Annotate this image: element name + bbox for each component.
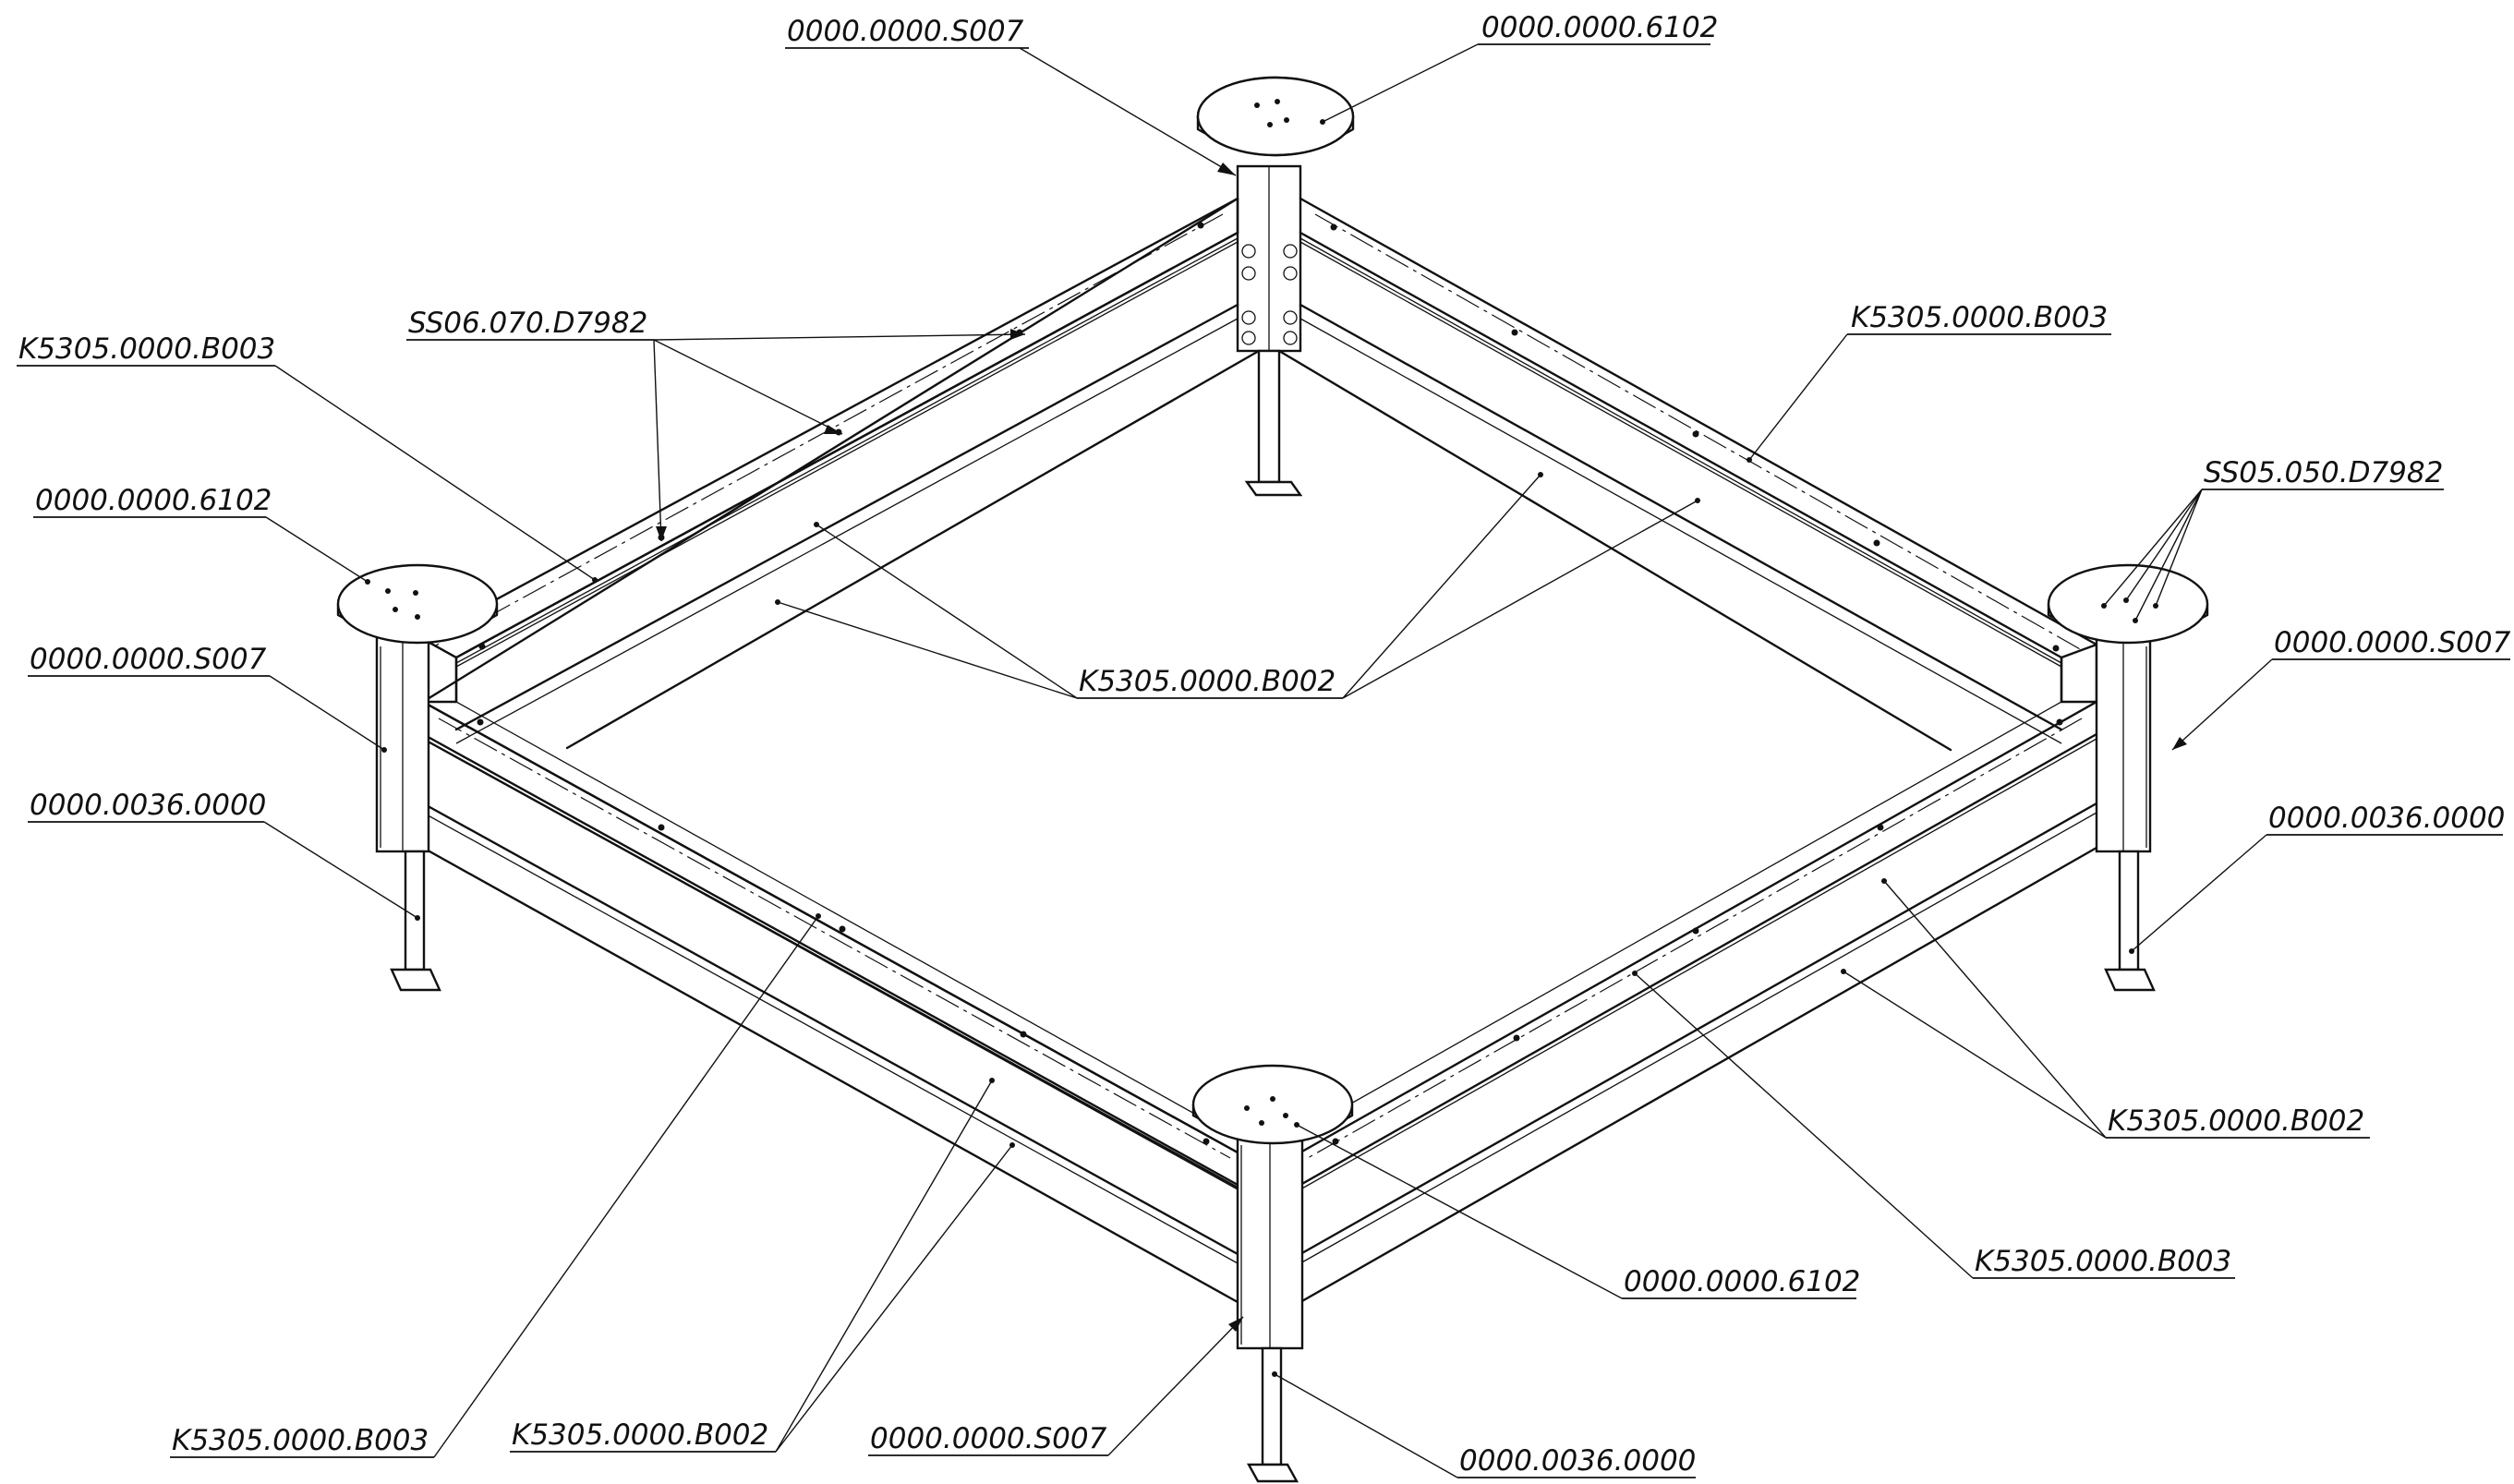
label-b003-left: K5305.0000.B003 bbox=[18, 332, 275, 366]
beam-front-left bbox=[421, 656, 1239, 1304]
post-front bbox=[1191, 1064, 1354, 1483]
beam-back-left bbox=[421, 197, 1261, 750]
label-s007-top: 0000.0000.S007 bbox=[787, 15, 1024, 48]
leader-lines bbox=[17, 43, 2510, 1478]
label-s007-left: 0000.0000.S007 bbox=[30, 643, 267, 676]
label-s007-bottom: 0000.0000.S007 bbox=[870, 1422, 1107, 1455]
label-b002-center: K5305.0000.B002 bbox=[1079, 665, 1336, 698]
label-0036-right: 0000.0036.0000 bbox=[2268, 802, 2505, 835]
fixing-holes bbox=[477, 222, 2063, 1145]
label-ss05: SS05.050.D7982 bbox=[2204, 456, 2443, 489]
label-b003-right-bottom: K5305.0000.B003 bbox=[1975, 1245, 2231, 1278]
label-b003-right-top: K5305.0000.B003 bbox=[1851, 301, 2108, 334]
label-0036-left: 0000.0036.0000 bbox=[30, 789, 266, 822]
label-0036-bottom: 0000.0036.0000 bbox=[1459, 1444, 1696, 1478]
label-b002-right: K5305.0000.B002 bbox=[2108, 1104, 2364, 1138]
label-b002-bottom: K5305.0000.B002 bbox=[512, 1418, 768, 1452]
label-ss06: SS06.070.D7982 bbox=[408, 307, 647, 340]
post-back bbox=[1196, 76, 1355, 497]
label-6102-left: 0000.0000.6102 bbox=[35, 484, 272, 517]
post-right bbox=[2047, 563, 2209, 992]
label-6102-bottom: 0000.0000.6102 bbox=[1624, 1265, 1860, 1298]
label-6102-top: 0000.0000.6102 bbox=[1481, 11, 1718, 44]
label-s007-right: 0000.0000.S007 bbox=[2274, 626, 2511, 659]
label-b003-bottom-left: K5305.0000.B003 bbox=[172, 1424, 429, 1457]
beam-front-right bbox=[1299, 643, 2098, 1304]
part-labels: 0000.0000.S007 0000.0000.6102 SS06.070.D… bbox=[18, 11, 2511, 1478]
beam-back-right bbox=[1277, 197, 2098, 752]
post-left bbox=[336, 563, 499, 992]
